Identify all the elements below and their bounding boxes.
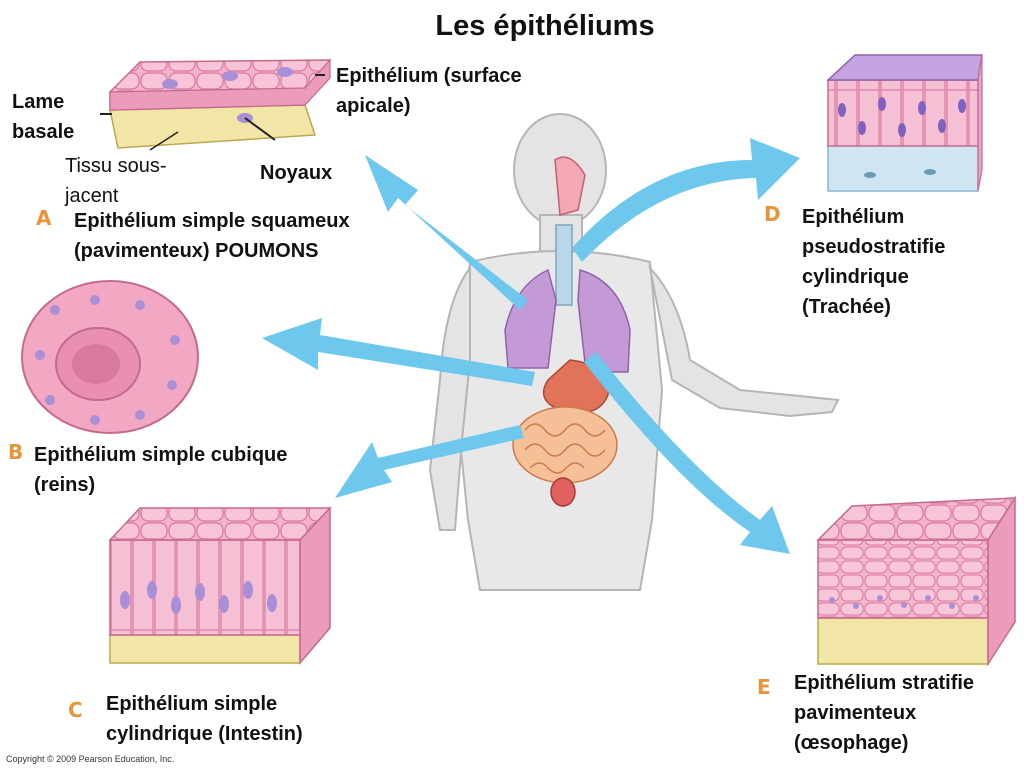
arrow-to-C <box>335 425 524 498</box>
callout-epithelium-apical: Epithélium (surface apicale) <box>336 65 522 117</box>
copyright-notice: Copyright © 2009 Pearson Education, Inc. <box>6 754 175 764</box>
panel-label-E: Epithélium stratifie pavimenteux (œsopha… <box>794 672 975 754</box>
callout-noyaux: Noyaux <box>260 162 333 184</box>
arrow-to-A <box>365 155 528 310</box>
human-body-figure <box>428 113 840 591</box>
panel-label-B: Epithélium simple cubique (reins) <box>34 444 288 496</box>
arrow-to-B <box>262 318 535 386</box>
arrow-to-D <box>572 138 800 262</box>
panel-letter-A: A <box>36 206 52 230</box>
callout-tissu-sous-jacent: Tissu sous-jacent <box>65 155 167 207</box>
tissue-illustration-C <box>108 506 332 666</box>
panel-label-A: Epithélium simple squameux (pavimenteux)… <box>74 210 350 262</box>
arrow-to-E <box>584 352 790 554</box>
tissue-illustration-D <box>826 54 983 192</box>
callout-lame-basale: Lame basale <box>12 91 75 143</box>
page-title: Les épithéliums <box>435 10 655 42</box>
tissue-illustration-E <box>816 495 1017 667</box>
panel-letter-B: B <box>8 440 24 464</box>
panel-letter-C: C <box>68 698 83 722</box>
panel-label-D: Epithélium pseudostratifie cylindrique (… <box>802 206 946 318</box>
arrows <box>262 138 800 554</box>
panel-letter-E: E <box>757 675 771 699</box>
tissue-illustration-A <box>100 58 332 151</box>
tissue-illustration-B <box>21 280 199 434</box>
panel-letter-D: D <box>764 202 781 226</box>
panel-label-C: Epithélium simple cylindrique (Intestin) <box>106 693 303 745</box>
